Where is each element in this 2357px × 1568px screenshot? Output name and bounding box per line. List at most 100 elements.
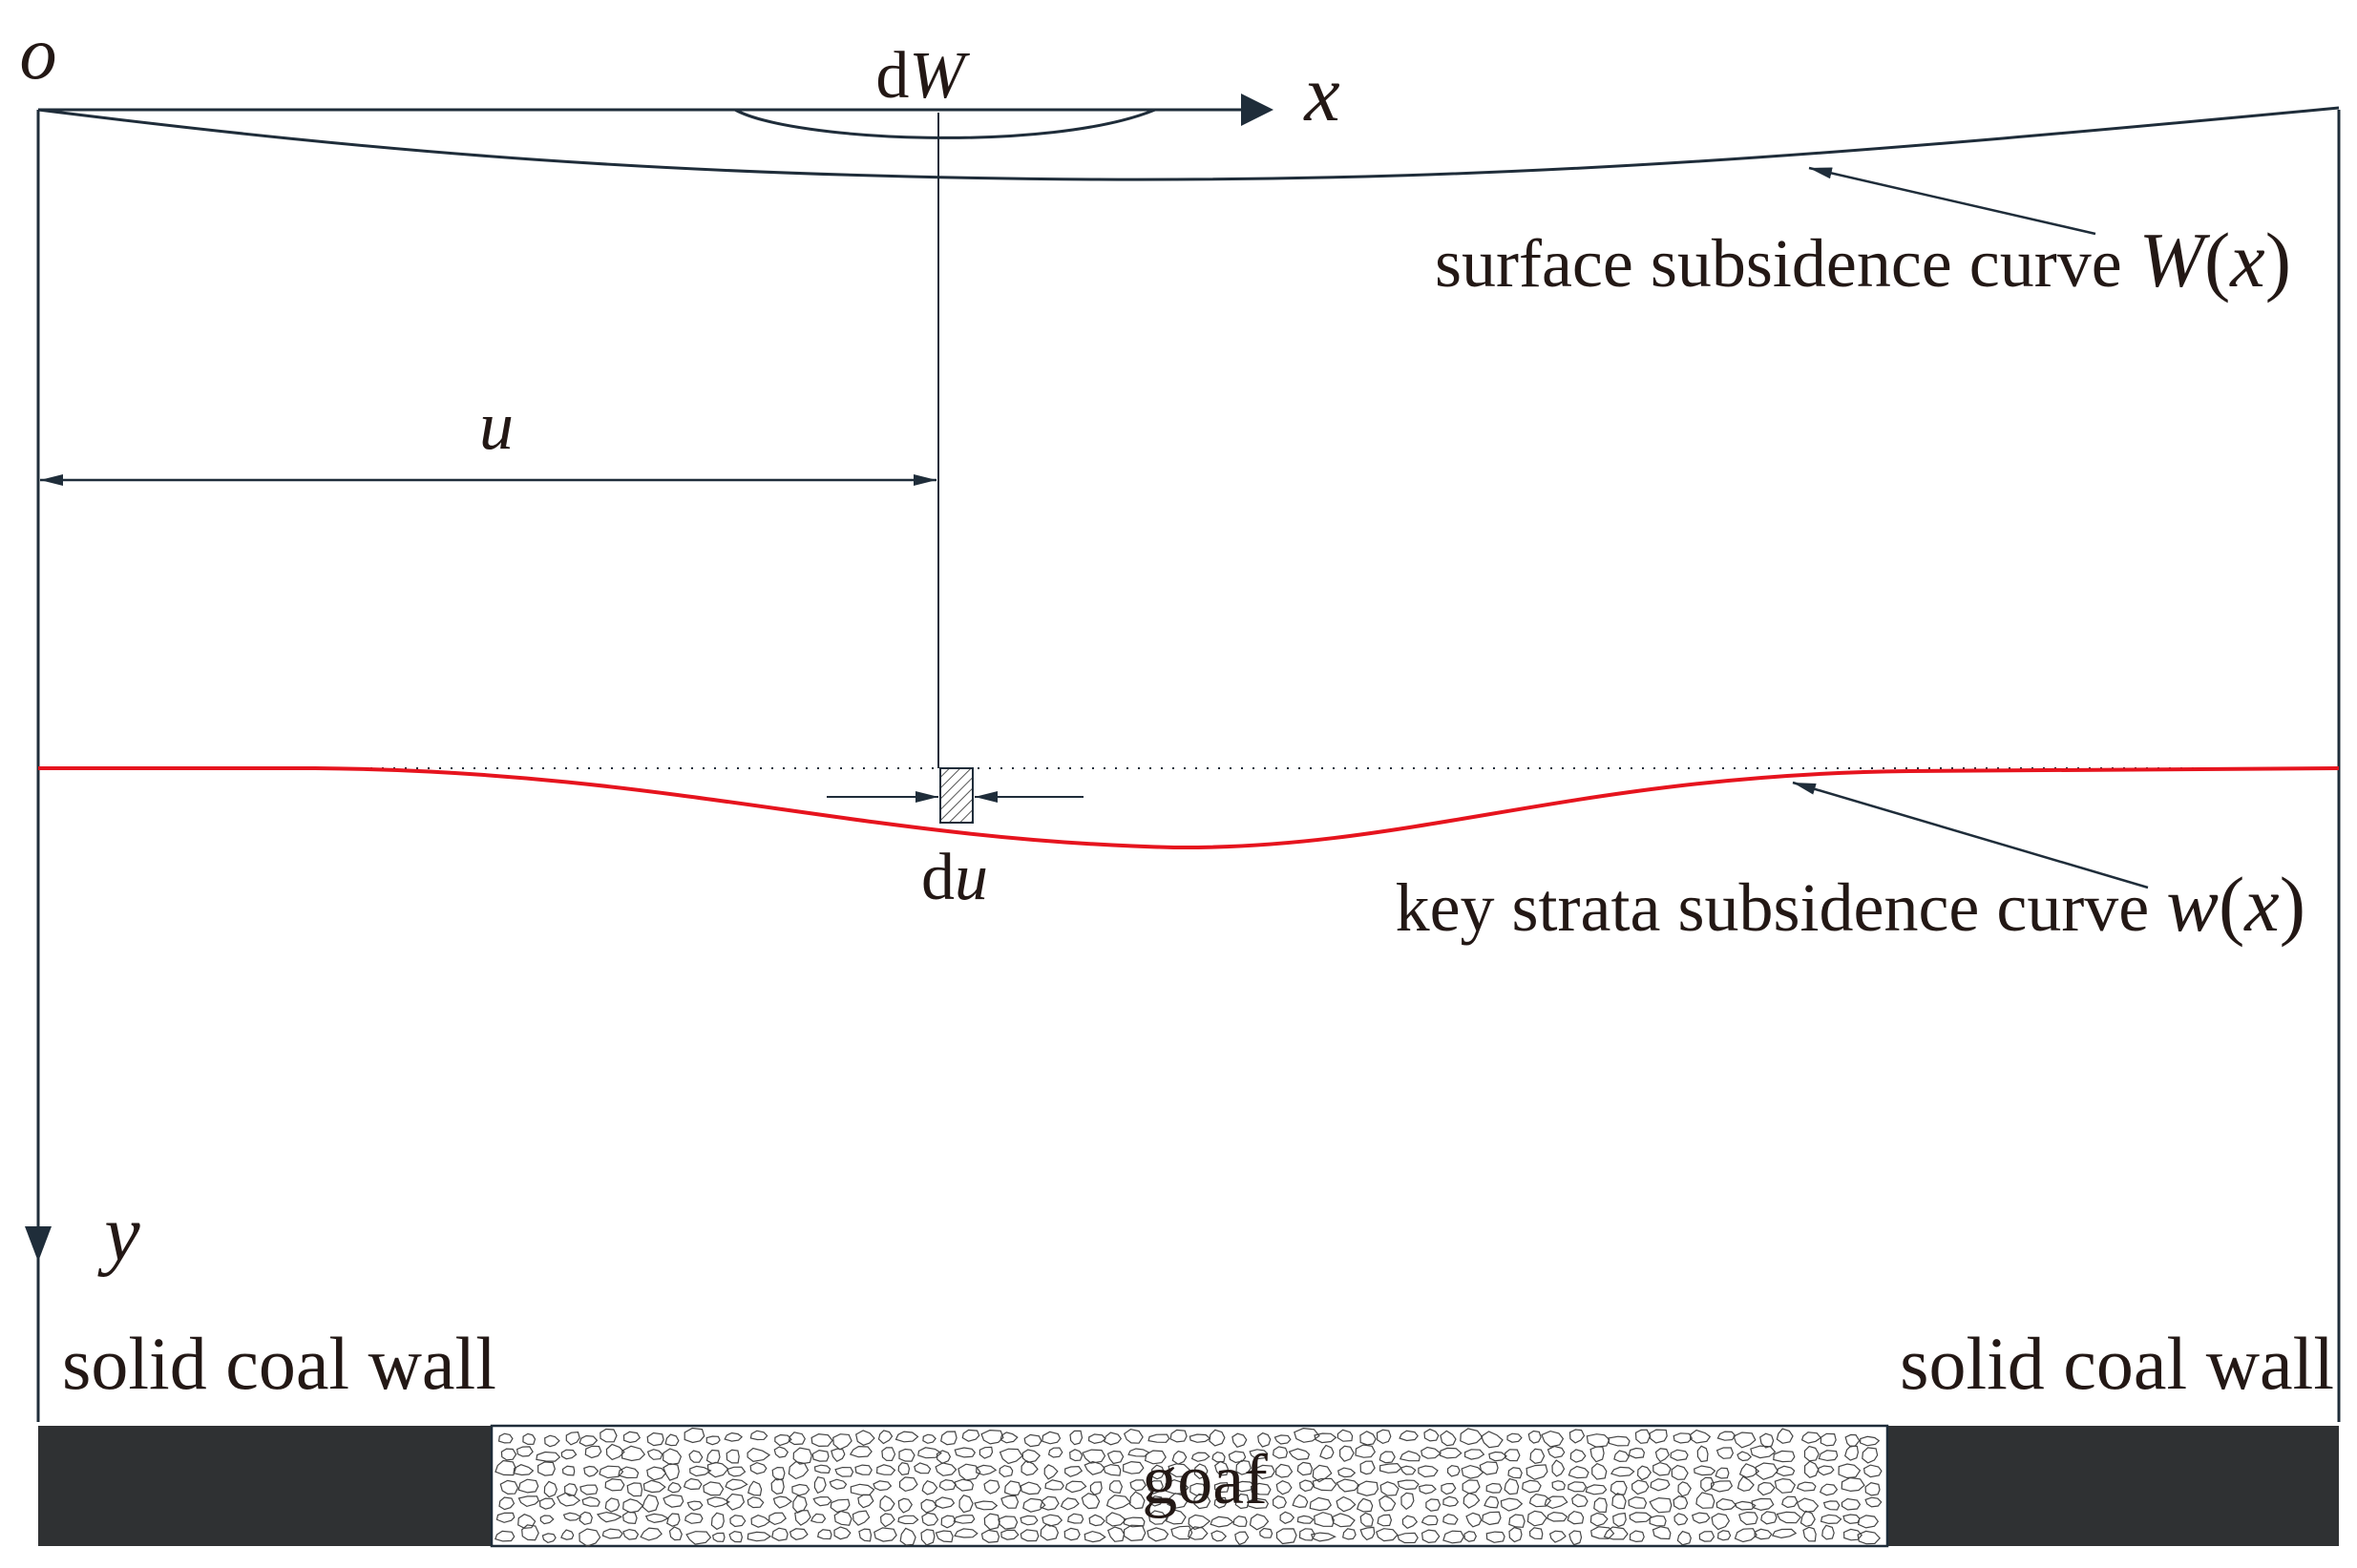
rubble-stone xyxy=(1379,1481,1399,1496)
rubble-stone xyxy=(1193,1463,1209,1479)
rubble-stone xyxy=(1314,1432,1337,1444)
rubble-stone xyxy=(622,1528,640,1540)
rubble-stone xyxy=(1715,1497,1737,1511)
rubble-stone xyxy=(1232,1516,1248,1527)
rubble-stone xyxy=(1634,1429,1652,1444)
rubble-stone xyxy=(1210,1530,1228,1542)
du-label: du xyxy=(921,841,988,914)
rubble-stone xyxy=(1442,1514,1459,1525)
rubble-stone xyxy=(1736,1451,1753,1462)
rubble-stone xyxy=(1399,1450,1421,1462)
rubble-stone xyxy=(1464,1449,1485,1460)
rubble-stone xyxy=(1636,1465,1652,1481)
rubble-stone xyxy=(1378,1495,1397,1512)
surface-subsidence-curve xyxy=(37,106,2340,181)
rubble-stone xyxy=(1254,1464,1275,1480)
rubble-stone xyxy=(852,1510,871,1526)
rubble-stone xyxy=(1309,1496,1333,1512)
rubble-stone xyxy=(1081,1493,1101,1510)
rubble-stone xyxy=(920,1528,936,1546)
rubble-stone xyxy=(1649,1429,1668,1444)
rubble-stone xyxy=(1670,1449,1689,1461)
rubble-stone xyxy=(1864,1496,1883,1508)
rubble-stone xyxy=(1439,1447,1463,1459)
rubble-stone xyxy=(1842,1528,1862,1541)
rubble-stone xyxy=(1148,1495,1164,1507)
rubble-stone xyxy=(998,1516,1019,1530)
rubble-stone xyxy=(1479,1461,1499,1475)
rubble-stone xyxy=(556,1492,581,1507)
rubble-stone xyxy=(1610,1480,1628,1495)
rubble-stone xyxy=(579,1528,601,1547)
rubble-stone xyxy=(1000,1529,1020,1540)
rubble-stone xyxy=(1541,1430,1565,1448)
rubble-stone xyxy=(1757,1481,1776,1496)
rubble-stone xyxy=(1568,1481,1588,1493)
rubble-stone xyxy=(980,1429,1004,1445)
rubble-stone xyxy=(1273,1434,1292,1445)
rubble-stone xyxy=(1338,1445,1355,1462)
rubble-stone xyxy=(544,1434,560,1448)
rubble-stone xyxy=(1589,1446,1605,1463)
rubble-stone xyxy=(811,1449,830,1462)
rubble-stone xyxy=(1042,1514,1063,1527)
rubble-stone xyxy=(999,1448,1023,1465)
rubble-stone xyxy=(897,1462,911,1476)
rubble-stone xyxy=(1296,1515,1315,1524)
rubble-stone xyxy=(770,1477,785,1495)
rubble-stone xyxy=(1336,1495,1357,1513)
rubble-stone xyxy=(1612,1512,1627,1528)
rubble-stone xyxy=(1841,1497,1862,1511)
rubble-stone xyxy=(706,1461,729,1478)
rubble-stone xyxy=(1776,1511,1802,1524)
rubble-stone xyxy=(1547,1511,1568,1522)
rubble-stone xyxy=(1298,1479,1315,1493)
rubble-stone xyxy=(1804,1460,1820,1478)
rubble-stone xyxy=(686,1500,704,1512)
rubble-stone xyxy=(1294,1427,1320,1443)
rubble-stone xyxy=(1234,1493,1250,1510)
rubble-stone xyxy=(622,1431,642,1444)
rubble-stone xyxy=(1673,1513,1689,1526)
rubble-stone xyxy=(703,1481,725,1496)
rubble-stone xyxy=(1526,1510,1547,1527)
rubble-stone xyxy=(877,1430,894,1445)
rubble-stone xyxy=(1400,1492,1415,1511)
rubble-stone xyxy=(543,1480,558,1498)
rubble-stone xyxy=(495,1459,516,1476)
rubble-stone xyxy=(788,1461,810,1480)
rubble-stone xyxy=(1500,1497,1524,1512)
rubble-stone xyxy=(983,1479,1000,1495)
key-strata-subsidence-curve xyxy=(38,766,2340,850)
rubble-stone xyxy=(706,1496,730,1508)
dw-element-lens xyxy=(734,108,1156,139)
rubble-stone xyxy=(789,1528,809,1540)
rubble-stone xyxy=(516,1446,534,1457)
rubble-stone xyxy=(1527,1430,1542,1444)
rubble-stone xyxy=(1463,1492,1481,1509)
rubble-stone xyxy=(600,1428,618,1443)
rubble-stone xyxy=(1105,1512,1126,1527)
rubble-stone xyxy=(1082,1449,1106,1464)
rubble-stone xyxy=(685,1531,712,1545)
rubble-stone xyxy=(914,1462,932,1474)
rubble-stone xyxy=(1275,1480,1293,1495)
rubble-stone xyxy=(1504,1449,1521,1462)
rubble-stone xyxy=(668,1526,683,1541)
rubble-stone xyxy=(917,1447,942,1459)
rubble-stone xyxy=(1274,1463,1294,1478)
rubble-stone xyxy=(1799,1510,1816,1528)
rubble-stone xyxy=(663,1494,684,1508)
rubble-stone xyxy=(646,1466,667,1481)
rubble-stone xyxy=(1376,1528,1399,1542)
rubble-stone xyxy=(604,1478,625,1492)
rubble-stone xyxy=(1671,1464,1689,1480)
rubble-stone xyxy=(1425,1498,1442,1512)
rubble-stone xyxy=(750,1515,771,1528)
rubble-stone xyxy=(1480,1431,1504,1449)
rubble-stone xyxy=(1485,1482,1503,1494)
rubble-stone xyxy=(1342,1528,1357,1540)
rubble-stone xyxy=(1150,1464,1166,1480)
rubble-stone xyxy=(683,1477,703,1491)
rubble-stone xyxy=(1087,1433,1106,1445)
